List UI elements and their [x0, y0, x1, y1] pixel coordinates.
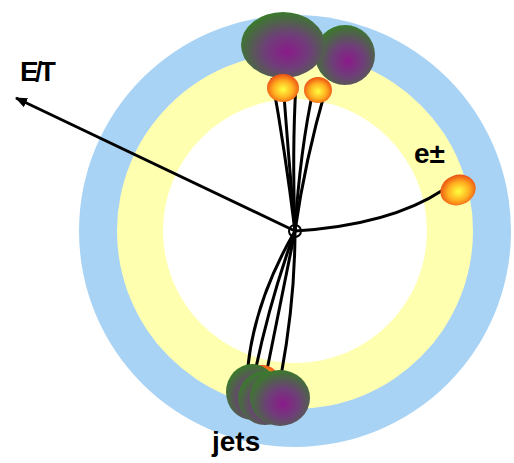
met-arrow [16, 98, 295, 231]
jet-deposits [226, 12, 375, 426]
electron-track [295, 190, 443, 231]
met-label: E̸T [20, 58, 56, 86]
electron-label: e± [414, 140, 445, 168]
jets-label: jets [212, 428, 260, 456]
vertex [289, 225, 301, 237]
electron-deposit [436, 170, 480, 211]
